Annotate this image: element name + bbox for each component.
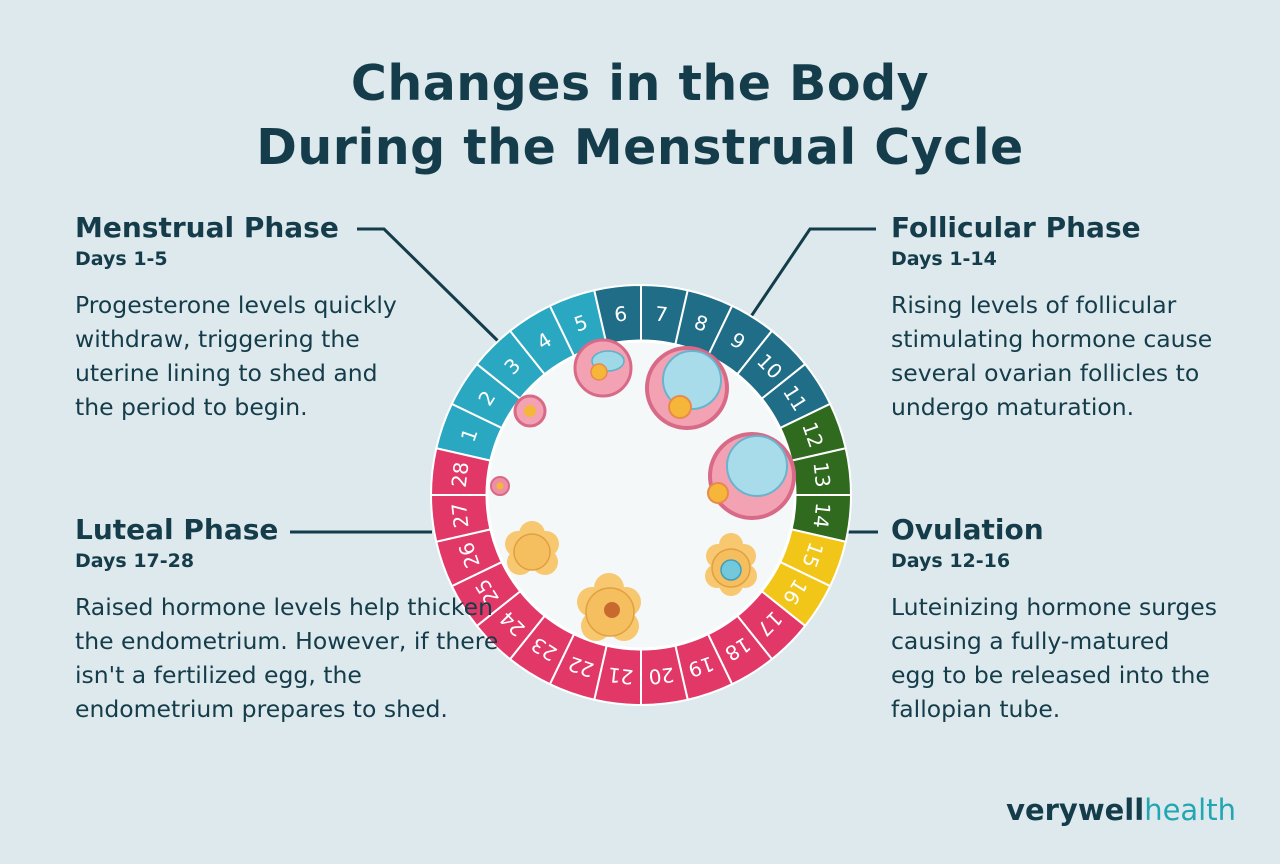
luteal-phase-description: Raised hormone levels help thicken the e… bbox=[75, 593, 499, 723]
corpus-luteum-left-icon bbox=[505, 521, 559, 575]
menstrual-phase-days: Days 1-5 bbox=[75, 248, 168, 270]
luteal-phase-days: Days 17-28 bbox=[75, 550, 195, 572]
day-label-21: 21 bbox=[607, 663, 635, 690]
menstrual-phase-description: Progesterone levels quickly withdraw, tr… bbox=[75, 291, 397, 421]
day-label-20: 20 bbox=[647, 663, 675, 690]
menstrual-phase-title: Menstrual Phase bbox=[75, 211, 339, 244]
follicular-phase-description: Rising levels of follicular stimulating … bbox=[891, 291, 1213, 421]
day-label-27: 27 bbox=[447, 501, 474, 529]
brand-logo-part1: verywell bbox=[1006, 793, 1145, 827]
corpus-luteum-bottom-icon bbox=[577, 573, 641, 641]
day-label-7: 7 bbox=[654, 302, 669, 327]
follicular-phase-title: Follicular Phase bbox=[891, 211, 1141, 244]
brand-logo-part2: health bbox=[1144, 793, 1236, 827]
follicular-phase-days: Days 1-14 bbox=[891, 248, 997, 270]
day-label-13: 13 bbox=[809, 461, 836, 489]
title-line-1: Changes in the Body bbox=[350, 55, 930, 112]
follicle-ovulating-icon bbox=[707, 432, 796, 520]
follicle-mature-icon bbox=[645, 346, 729, 430]
brand-logo: verywellhealth bbox=[1006, 792, 1236, 828]
day-label-28: 28 bbox=[447, 461, 474, 489]
day-label-14: 14 bbox=[809, 501, 836, 529]
ovulation-phase-days: Days 12-16 bbox=[891, 550, 1011, 572]
follicular-phase-section: Follicular Phase Days 1-14 Rising levels… bbox=[891, 210, 1251, 424]
menstrual-connector bbox=[357, 227, 502, 345]
ovulation-phase-title: Ovulation bbox=[891, 513, 1044, 546]
ovulation-phase-section: Ovulation Days 12-16 Luteinizing hormone… bbox=[891, 512, 1221, 726]
follicle-early-icon bbox=[513, 394, 547, 428]
corpus-luteum-right-icon bbox=[705, 533, 757, 596]
luteal-phase-title: Luteal Phase bbox=[75, 513, 279, 546]
day-label-6: 6 bbox=[613, 302, 628, 327]
menstrual-phase-section: Menstrual Phase Days 1-5 Progesterone le… bbox=[75, 210, 405, 424]
luteal-phase-section: Luteal Phase Days 17-28 Raised hormone l… bbox=[75, 512, 525, 726]
follicle-growing-icon bbox=[573, 338, 633, 398]
page-title: Changes in the Body During the Menstrual… bbox=[0, 52, 1280, 180]
title-line-2: During the Menstrual Cycle bbox=[256, 119, 1024, 176]
follicular-connector bbox=[748, 227, 876, 319]
ovulation-phase-description: Luteinizing hormone surges causing a ful… bbox=[891, 593, 1217, 723]
follicle-small-icon bbox=[490, 476, 510, 496]
